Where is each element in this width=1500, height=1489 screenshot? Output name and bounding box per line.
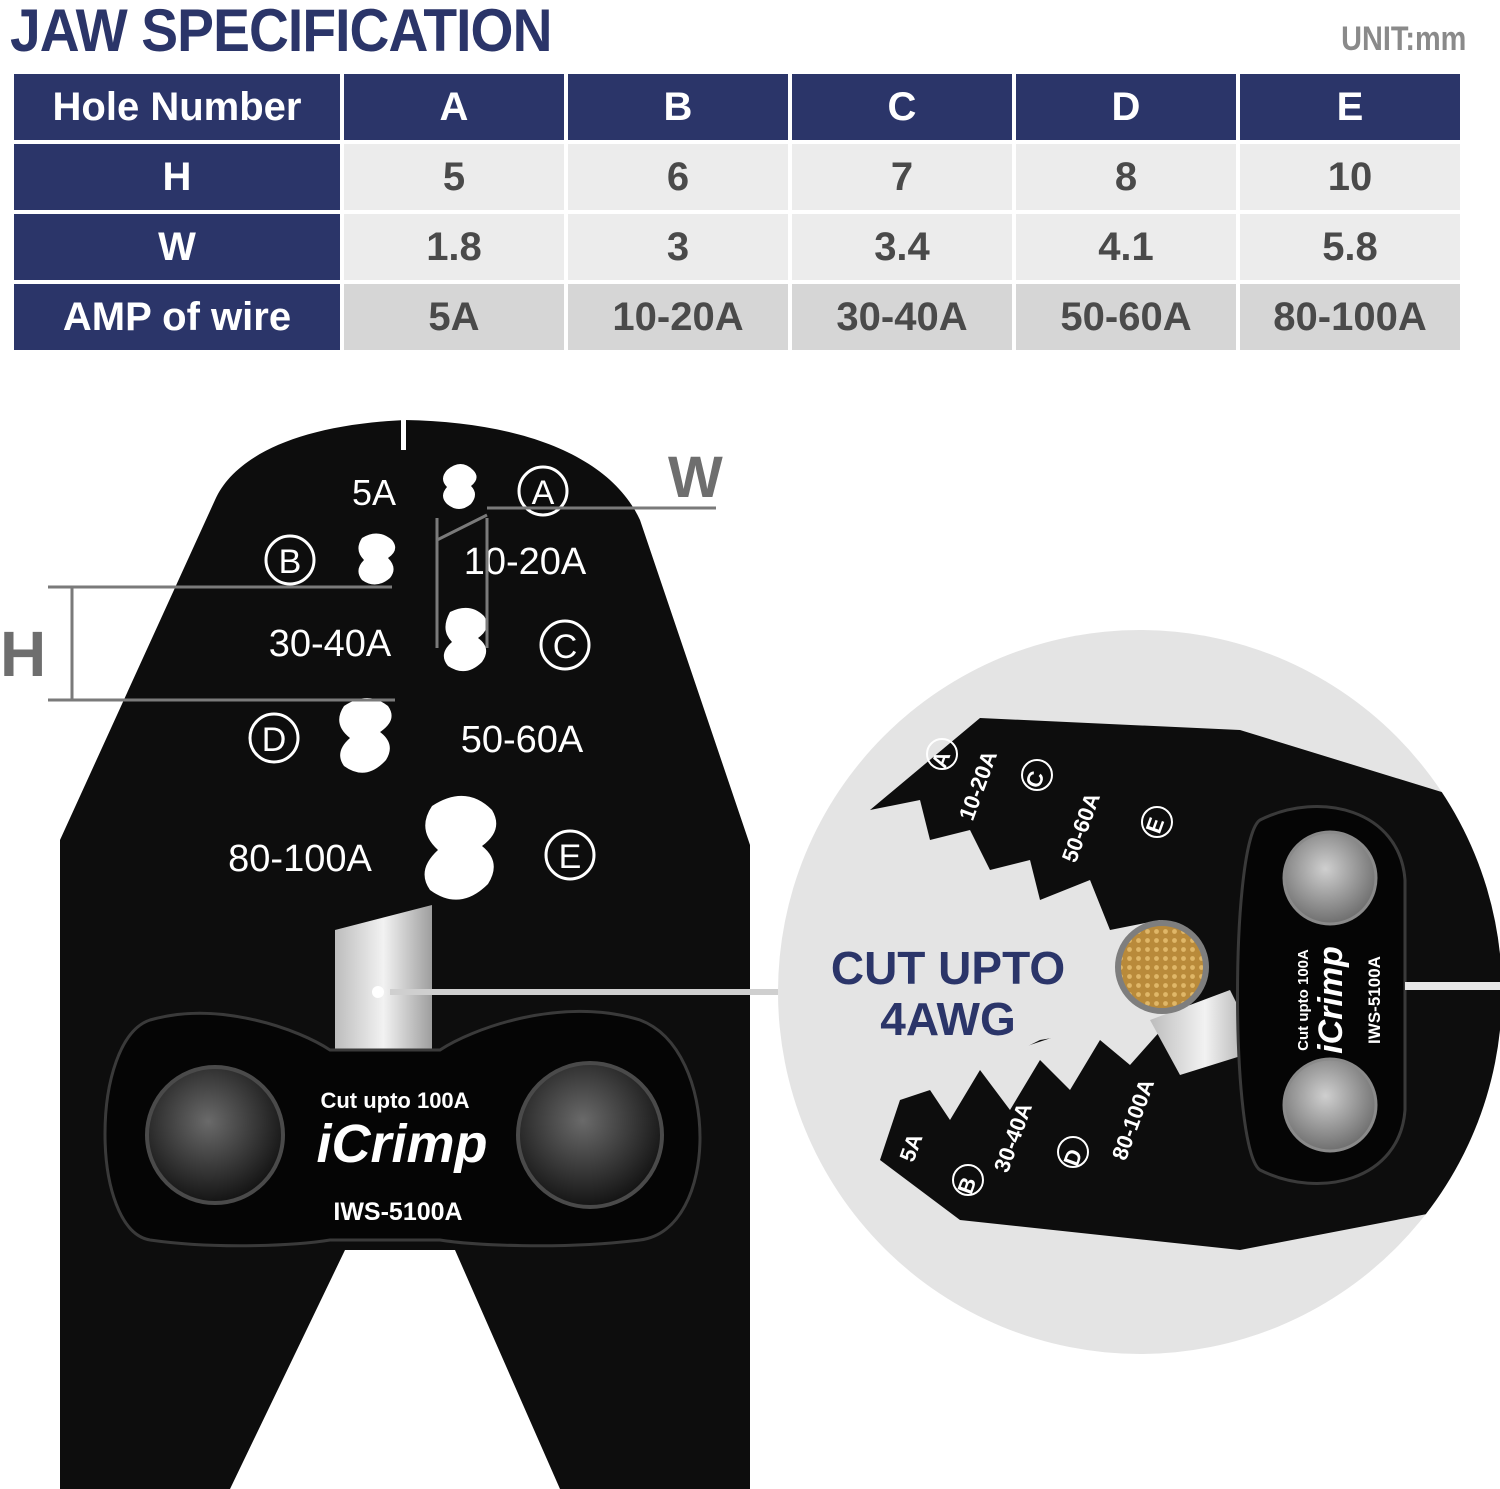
zoom-bolt-bottom xyxy=(1282,1057,1378,1153)
zoom-brand-logo: iCrimp xyxy=(1312,946,1350,1054)
amp-label: 50-60A xyxy=(461,719,584,761)
hole-letter: D xyxy=(262,721,287,759)
row-header: AMP of wire xyxy=(14,284,340,350)
callout-line-2: 4AWG xyxy=(880,993,1015,1045)
zoom-detail: Cut upto 100A iCrimp IWS-5100A A 10-20A … xyxy=(778,630,1500,1354)
table-cell: 10 xyxy=(1240,144,1460,210)
table-cell: 7 xyxy=(792,144,1012,210)
page-title: JAW SPECIFICATION xyxy=(10,0,552,64)
table-cell: 5 xyxy=(344,144,564,210)
column-header: A xyxy=(344,74,564,140)
dimension-w-label: W xyxy=(668,445,723,510)
unit-label: UNIT:mm xyxy=(1340,20,1466,58)
cavity-b xyxy=(358,533,396,585)
amp-label: 5A xyxy=(352,472,396,513)
table-cell: 30-40A xyxy=(792,284,1012,350)
table-cell: 3 xyxy=(568,214,788,280)
table-cell: 4.1 xyxy=(1016,214,1236,280)
table-cell: 5A xyxy=(344,284,564,350)
hole-letter: C xyxy=(553,628,578,666)
dimension-h-label: H xyxy=(0,618,46,690)
pivot-bolt-left xyxy=(145,1065,285,1205)
callout-line-1: CUT UPTO xyxy=(831,942,1065,994)
crimper-illustration: Cut upto 100A iCrimp IWS-5100A 5A 10-20A… xyxy=(0,420,1500,1489)
row-header: W xyxy=(14,214,340,280)
brand-logo: iCrimp xyxy=(316,1114,487,1174)
row-header: H xyxy=(14,144,340,210)
corner-header: Hole Number xyxy=(14,74,340,140)
amp-label: 80-100A xyxy=(228,838,372,880)
plate-top-text: Cut upto 100A xyxy=(320,1088,469,1113)
cavity-e xyxy=(424,795,497,900)
jaw-spec-table: Hole Number A B C D E H 5 6 7 8 10 W 1.8… xyxy=(10,70,1464,354)
column-header: C xyxy=(792,74,1012,140)
table-cell: 3.4 xyxy=(792,214,1012,280)
hole-letter: B xyxy=(279,543,302,581)
hole-letter-badges xyxy=(248,465,596,881)
table-cell: 1.8 xyxy=(344,214,564,280)
crimp-cavities xyxy=(339,464,497,900)
zoom-handle-gap xyxy=(1405,982,1500,990)
column-header: B xyxy=(568,74,788,140)
amp-label: 10-20A xyxy=(464,541,587,583)
cutter-blade xyxy=(335,905,432,1060)
zoom-bolt-top xyxy=(1282,830,1378,926)
cavity-d xyxy=(339,698,392,773)
table-cell: 5.8 xyxy=(1240,214,1460,280)
table-cell: 50-60A xyxy=(1016,284,1236,350)
zoom-cavities-bottom xyxy=(880,990,1200,1120)
copper-wire xyxy=(1115,920,1209,1014)
zoom-plate-top-text: Cut upto 100A xyxy=(1295,949,1312,1051)
zoom-model-text: IWS-5100A xyxy=(1365,956,1384,1044)
table-cell: 8 xyxy=(1016,144,1236,210)
table-cell: 80-100A xyxy=(1240,284,1460,350)
amp-label: 30-40A xyxy=(269,623,392,665)
table-cell: 6 xyxy=(568,144,788,210)
cavity-a xyxy=(443,464,477,509)
pivot-bolt-right xyxy=(516,1061,664,1209)
zoom-letter-badges xyxy=(926,738,1173,1196)
blade-dot xyxy=(372,986,384,998)
model-text: IWS-5100A xyxy=(333,1198,462,1226)
zoom-cavities-top xyxy=(870,800,1200,960)
table-row-amp: AMP of wire 5A 10-20A 30-40A 50-60A 80-1… xyxy=(14,284,1460,350)
hole-letter: E xyxy=(559,838,582,876)
table-row-h: H 5 6 7 8 10 xyxy=(14,144,1460,210)
table-row-w: W 1.8 3 3.4 4.1 5.8 xyxy=(14,214,1460,280)
column-header: D xyxy=(1016,74,1236,140)
jaw-slot xyxy=(401,420,406,450)
column-header: E xyxy=(1240,74,1460,140)
table-header-row: Hole Number A B C D E xyxy=(14,74,1460,140)
crimper-tool: Cut upto 100A iCrimp IWS-5100A 5A 10-20A… xyxy=(0,420,778,1489)
table-cell: 10-20A xyxy=(568,284,788,350)
cavity-c xyxy=(443,607,487,672)
dimension-lines xyxy=(48,506,716,702)
hole-letter: A xyxy=(532,474,555,512)
